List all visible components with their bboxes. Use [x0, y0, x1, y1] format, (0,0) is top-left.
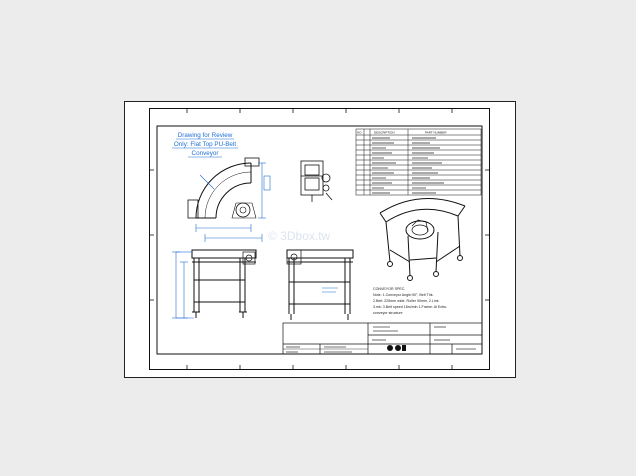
bom-header-no: NO.: [357, 131, 363, 135]
title-block: [282, 322, 483, 355]
drawing-notes: CONVEYOR SPEC. Note: 1.Conveyor Angle:90…: [373, 287, 447, 315]
bom-table: [355, 128, 482, 196]
top-view-curved-conveyor: [187, 157, 260, 219]
review-title-line-1: Drawing for Review: [178, 132, 233, 139]
border-zone-ticks: [149, 108, 490, 370]
note-line-4: 3.mk: 3.Belt speed 18m/min 1.Frame: Al E…: [373, 305, 447, 309]
bom-headers: NO. DESCRIPTION PART NUMBER: [357, 131, 447, 135]
review-title-line-2: Only: Flat Top PU-Belt: [174, 141, 236, 148]
isometric-view: [379, 197, 466, 281]
bom-header-description: DESCRIPTION: [374, 131, 395, 135]
bom-header-part-number: PART NUMBER: [425, 131, 447, 135]
note-line-2: Note: 1.Conveyor Angle:90°, Belt Thk.: [373, 293, 434, 297]
front-view: [191, 249, 257, 318]
projection-symbol: [387, 345, 406, 351]
note-line-3: 2.Belt: 225mm wide, Roller 90mm, 2.Link: [373, 299, 439, 303]
top-view-dimensions: [195, 162, 271, 242]
title-block-marks: [286, 326, 476, 353]
side-view: [286, 249, 354, 320]
watermark: © 3Dbox.tw: [268, 229, 331, 243]
review-title-line-3: Conveyor: [192, 150, 219, 157]
drawing-border: [149, 108, 490, 370]
note-line-1: CONVEYOR SPEC.: [373, 287, 405, 291]
front-view-dimensions: [172, 251, 194, 319]
review-title: Drawing for Review Only: Flat Top PU-Bel…: [174, 132, 236, 157]
note-line-5: conveyor structure: [373, 311, 403, 315]
bom-rows: [372, 137, 444, 194]
detail-view-drive-unit: [300, 160, 333, 202]
